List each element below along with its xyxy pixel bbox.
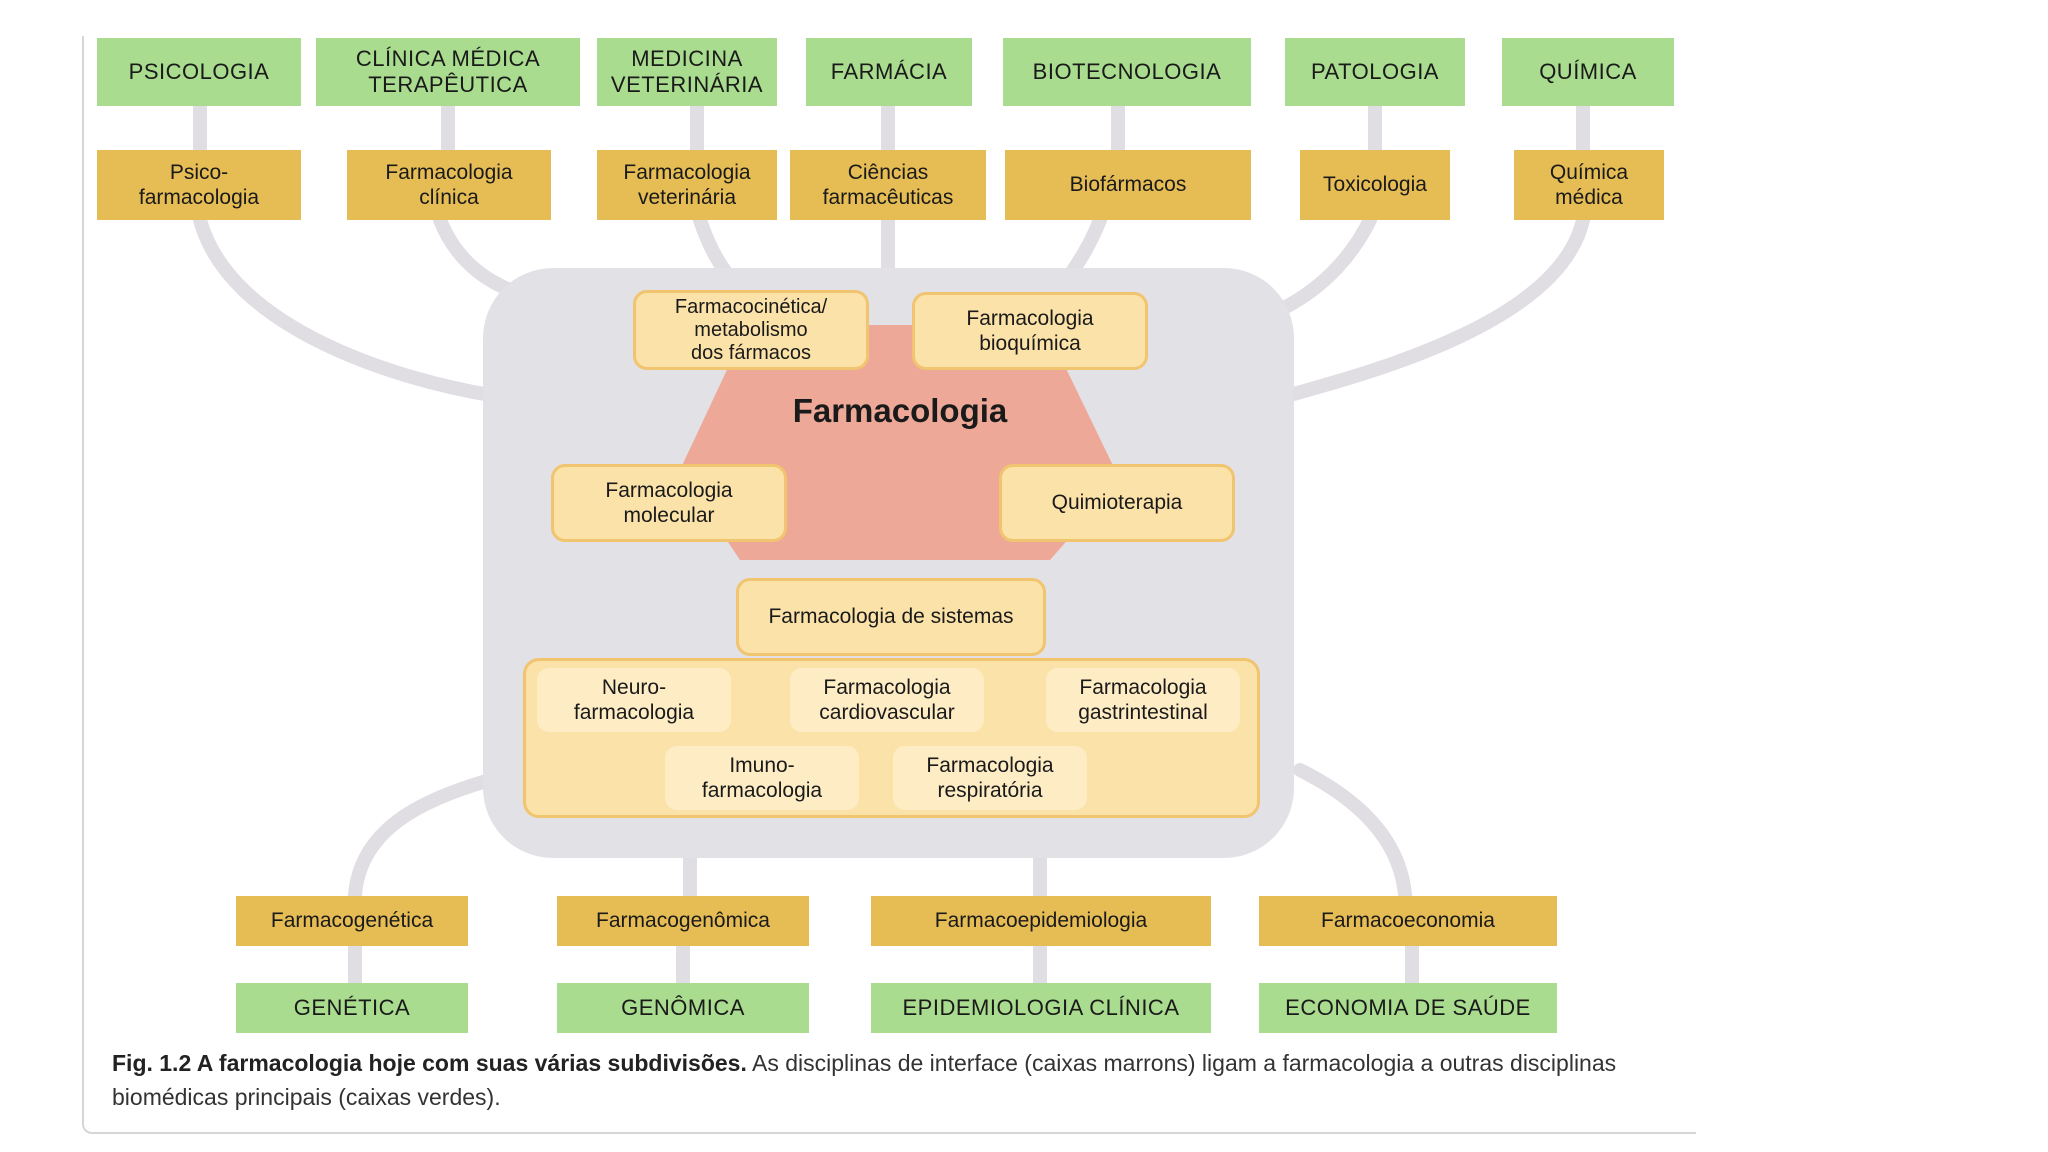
box-farmacologia-cardiovascular: Farmacologia cardiovascular <box>790 668 984 732</box>
caption-text: As disciplinas de interface (caixas marr… <box>112 1050 1617 1110</box>
discipline-clinica-medica: CLÍNICA MÉDICA TERAPÊUTICA <box>316 38 580 106</box>
box-farmacologia-bioquimica: Farmacologia bioquímica <box>912 292 1148 370</box>
discipline-psicologia: PSICOLOGIA <box>97 38 301 106</box>
interface-ciencias-farmaceuticas: Ciências farmacêuticas <box>790 150 986 220</box>
box-farmacocinetica: Farmacocinética/ metabolismo dos fármaco… <box>633 290 869 370</box>
interface-farmacogenomica: Farmacogenômica <box>557 896 809 946</box>
caption-label: Fig. 1.2 A farmacologia hoje com suas vá… <box>112 1050 747 1076</box>
box-farmacologia-molecular: Farmacologia molecular <box>551 464 787 542</box>
interface-biofarmacos: Biofármacos <box>1005 150 1251 220</box>
interface-farmacologia-veterinaria: Farmacologia veterinária <box>597 150 777 220</box>
interface-farmacologia-clinica: Farmacologia clínica <box>347 150 551 220</box>
discipline-farmacia: FARMÁCIA <box>806 38 972 106</box>
interface-toxicologia: Toxicologia <box>1300 150 1450 220</box>
interface-psicofarmacologia: Psico- farmacologia <box>97 150 301 220</box>
discipline-economia-de-saude: ECONOMIA DE SAÚDE <box>1259 983 1557 1033</box>
box-farmacologia-sistemas: Farmacologia de sistemas <box>736 578 1046 656</box>
box-farmacologia-gastrintestinal: Farmacologia gastrintestinal <box>1046 668 1240 732</box>
box-farmacologia-respiratoria: Farmacologia respiratória <box>893 746 1087 810</box>
discipline-quimica: QUÍMICA <box>1502 38 1674 106</box>
discipline-patologia: PATOLOGIA <box>1285 38 1465 106</box>
discipline-genetica: GENÉTICA <box>236 983 468 1033</box>
discipline-medicina-veterinaria: MEDICINA VETERINÁRIA <box>597 38 777 106</box>
discipline-epidemiologia-clinica: EPIDEMIOLOGIA CLÍNICA <box>871 983 1211 1033</box>
box-imunofarmacologia: Imuno- farmacologia <box>665 746 859 810</box>
core-title: Farmacologia <box>792 392 1008 429</box>
interface-farmacoepidemiologia: Farmacoepidemiologia <box>871 896 1211 946</box>
figure-frame <box>82 36 1696 1134</box>
box-quimioterapia: Quimioterapia <box>999 464 1235 542</box>
interface-quimica-medica: Química médica <box>1514 150 1664 220</box>
box-neurofarmacologia: Neuro- farmacologia <box>537 668 731 732</box>
figure-caption: Fig. 1.2 A farmacologia hoje com suas vá… <box>112 1046 1652 1114</box>
interface-farmacoeconomia: Farmacoeconomia <box>1259 896 1557 946</box>
discipline-biotecnologia: BIOTECNOLOGIA <box>1003 38 1251 106</box>
interface-farmacogenetica: Farmacogenética <box>236 896 468 946</box>
discipline-genomica: GENÔMICA <box>557 983 809 1033</box>
